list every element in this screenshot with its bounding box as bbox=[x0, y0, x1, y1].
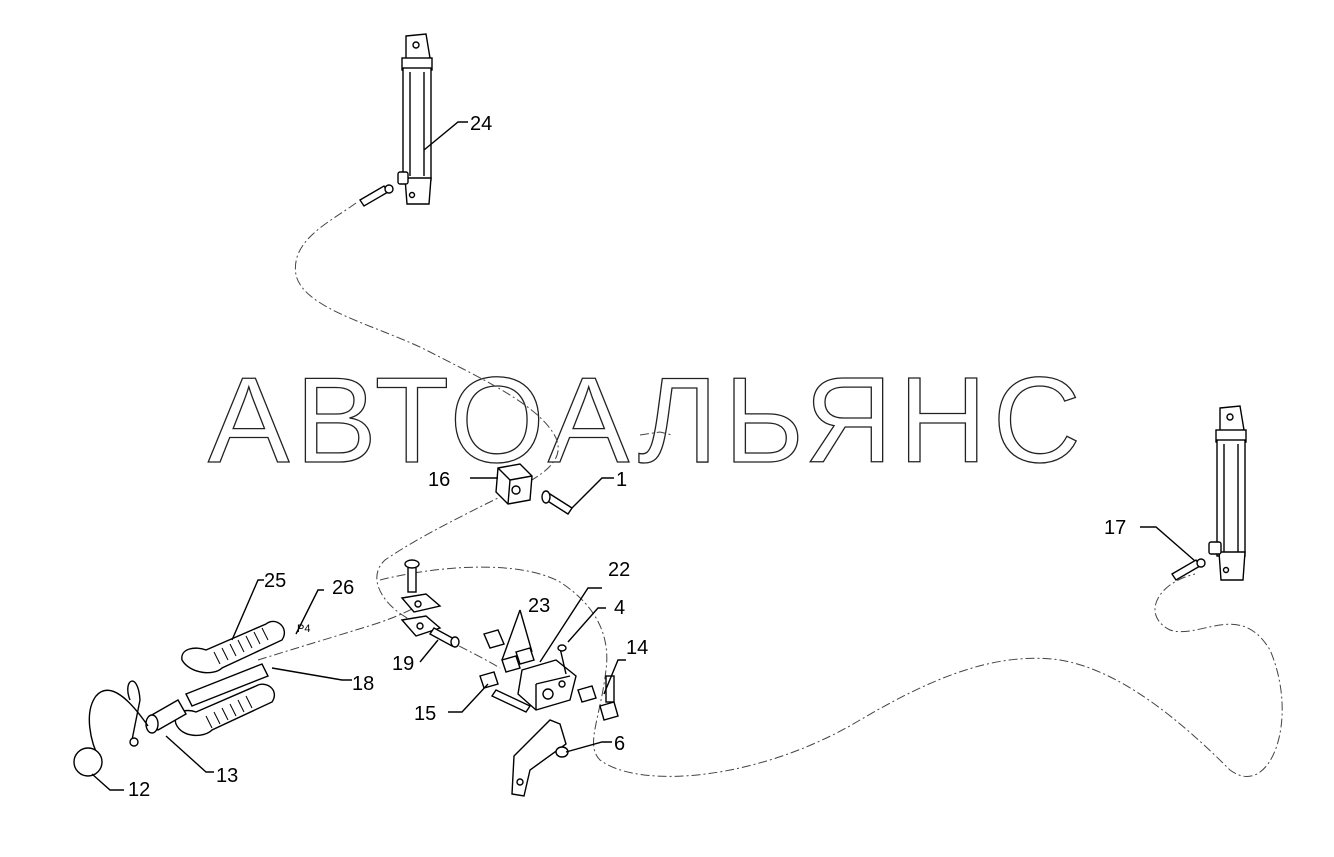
callout-16: 16 bbox=[428, 469, 450, 491]
callout-4: 4 bbox=[614, 597, 625, 619]
callout-24: 24 bbox=[470, 113, 492, 135]
watermark-text: АВТОАЛЬЯНС bbox=[208, 352, 1087, 488]
callout-12: 12 bbox=[128, 779, 150, 801]
hose-routing bbox=[257, 202, 1283, 777]
callout-18: 18 bbox=[352, 673, 374, 695]
leader-lines bbox=[91, 121, 1196, 791]
callout-19: 19 bbox=[392, 653, 414, 675]
hydraulic-cylinder-24 bbox=[359, 33, 433, 207]
callout-15: 15 bbox=[414, 703, 436, 725]
mounting-bracket bbox=[511, 719, 569, 797]
callout-23: 23 bbox=[528, 595, 550, 617]
callout-25: 25 bbox=[264, 570, 286, 592]
hose-clamp-16 bbox=[495, 463, 573, 515]
callout-22: 22 bbox=[608, 559, 630, 581]
callout-13: 13 bbox=[216, 765, 238, 787]
callout-26: 26 bbox=[332, 577, 354, 599]
hose-clamp-19 bbox=[400, 559, 460, 648]
callout-17: 17 bbox=[1104, 517, 1126, 539]
callout-1: 1 bbox=[616, 469, 627, 491]
valve-block-22 bbox=[479, 629, 619, 721]
callout-6: 6 bbox=[614, 733, 625, 755]
port-label: P4 bbox=[297, 623, 310, 635]
callout-14: 14 bbox=[626, 637, 648, 659]
quick-coupling-assembly bbox=[73, 620, 285, 777]
hydraulic-cylinder-right bbox=[1171, 405, 1247, 581]
callout-numbers: 24 16 1 17 25 26 22 23 4 14 19 18 15 6 1… bbox=[128, 113, 1126, 801]
